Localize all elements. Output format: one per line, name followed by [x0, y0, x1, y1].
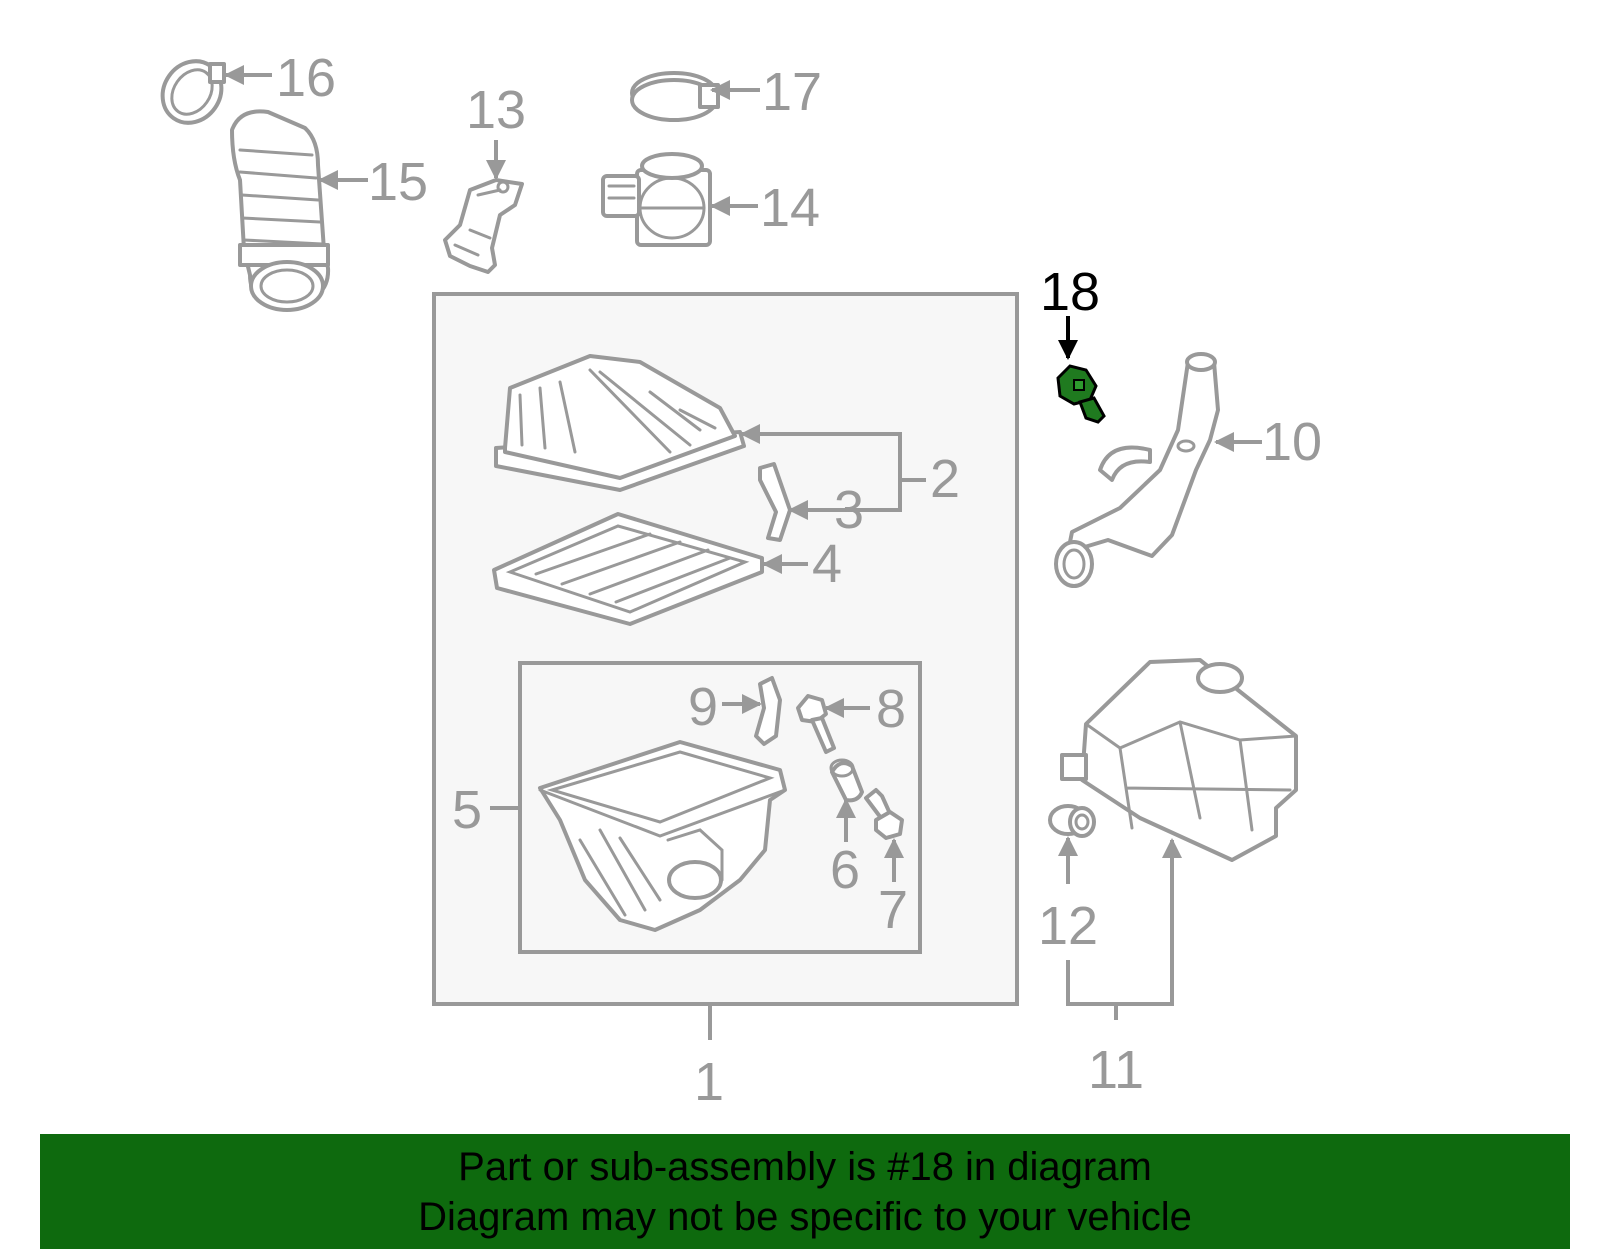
callout-6: 6	[830, 840, 860, 900]
part-13-bracket[interactable]	[443, 178, 524, 274]
part-18-fastener[interactable]	[1056, 364, 1106, 424]
leader-lines	[224, 65, 1262, 1040]
part-5-lower-case[interactable]	[538, 740, 787, 932]
info-banner: Part or sub-assembly is #18 in diagram D…	[40, 1134, 1570, 1249]
part-14-throttle-body[interactable]	[601, 152, 712, 247]
part-2-air-cleaner-cover[interactable]	[494, 354, 746, 492]
part-10-intake-duct[interactable]	[1054, 352, 1220, 588]
part-12-grommet[interactable]	[1048, 804, 1096, 838]
banner-line-1: Part or sub-assembly is #18 in diagram	[458, 1145, 1152, 1189]
callout-8: 8	[876, 679, 906, 739]
callout-1: 1	[694, 1052, 724, 1112]
banner-line-2: Diagram may not be specific to your vehi…	[418, 1195, 1192, 1239]
callout-9: 9	[688, 677, 718, 737]
callout-12: 12	[1038, 896, 1098, 956]
callout-16: 16	[276, 48, 336, 108]
callout-10: 10	[1262, 412, 1322, 472]
callout-17: 17	[762, 62, 822, 122]
callout-7: 7	[878, 880, 908, 940]
part-15-intake-hose[interactable]	[230, 109, 331, 312]
part-16-clamp[interactable]	[151, 50, 234, 135]
part-11-resonator[interactable]	[1060, 658, 1298, 862]
callout-15: 15	[368, 152, 428, 212]
callout-11: 11	[1088, 1040, 1144, 1100]
callout-5: 5	[452, 780, 482, 840]
callout-2: 2	[930, 449, 960, 509]
callout-14: 14	[760, 178, 820, 238]
callout-labels: 1 2 3 4 5 6 7 8 9 10 11 12 13 14 15 16 1…	[276, 48, 1322, 1112]
callout-3: 3	[834, 480, 864, 540]
part-9-clip[interactable]	[754, 676, 782, 746]
part-17-clamp[interactable]	[630, 71, 720, 122]
callout-18: 18	[1040, 262, 1100, 322]
callout-13: 13	[466, 80, 526, 140]
part-7-bolt[interactable]	[864, 788, 904, 840]
callout-4: 4	[812, 534, 842, 594]
